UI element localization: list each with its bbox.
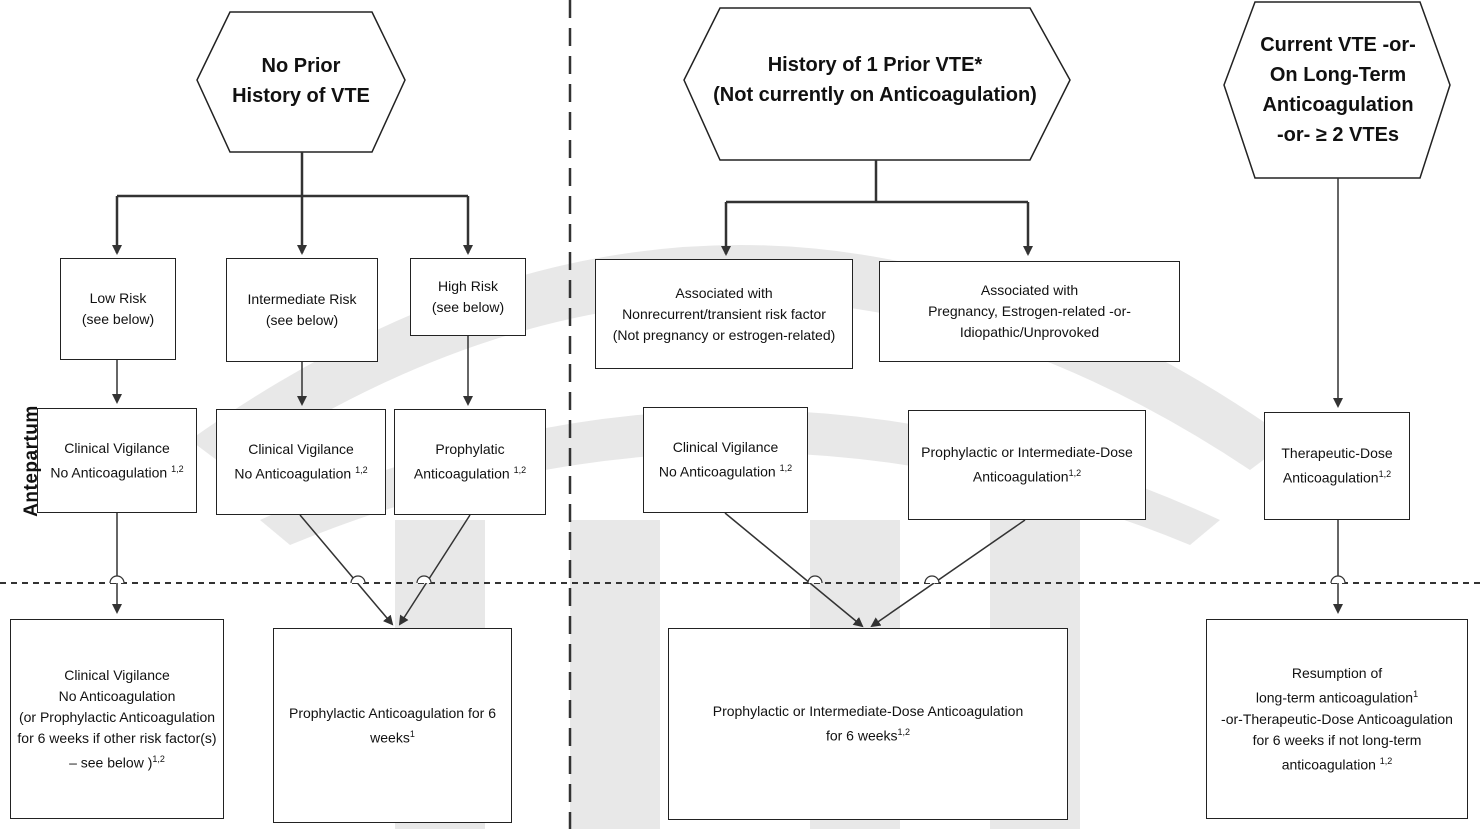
box-postpartum-low: Clinical Vigilance No Anticoagulation (o… bbox=[10, 619, 224, 819]
hexagon-one-prior bbox=[683, 7, 1071, 161]
box-antepartum-current: Therapeutic-Dose Anticoagulation1,2 bbox=[1264, 412, 1410, 520]
connectors bbox=[112, 152, 1033, 256]
header-current-vte: Current VTE -or- On Long-Term Anticoagul… bbox=[1260, 34, 1416, 146]
connectors-thin bbox=[112, 178, 1343, 628]
box-postpartum-prior: Prophylactic or Intermediate-Dose Antico… bbox=[668, 628, 1068, 820]
box-low-risk: Low Risk (see below) bbox=[60, 258, 176, 360]
box-pregnancy-risk: Associated with Pregnancy, Estrogen-rela… bbox=[879, 261, 1180, 362]
box-intermediate-risk: Intermediate Risk (see below) bbox=[226, 258, 378, 362]
box-postpartum-current: Resumption of long-term anticoagulation1… bbox=[1206, 619, 1468, 819]
header-no-prior-vte: No Prior History of VTE bbox=[232, 55, 370, 107]
box-antepartum-intermediate: Clinical Vigilance No Anticoagulation 1,… bbox=[216, 409, 386, 515]
box-antepartum-low: Clinical Vigilance No Anticoagulation 1,… bbox=[37, 408, 197, 513]
hexagon-no-prior bbox=[196, 11, 406, 153]
box-postpartum-mid: Prophylactic Anticoagulation for 6 weeks… bbox=[273, 628, 512, 823]
box-high-risk: High Risk (see below) bbox=[410, 258, 526, 336]
box-antepartum-transient: Clinical Vigilance No Anticoagulation 1,… bbox=[643, 407, 808, 513]
hexagon-current bbox=[1223, 1, 1451, 179]
header-one-prior-vte: History of 1 Prior VTE* (Not currently o… bbox=[713, 54, 1037, 106]
antepartum-label: Antepartum bbox=[21, 405, 42, 517]
line-hops bbox=[109, 575, 1346, 584]
box-antepartum-high: Prophylatic Anticoagulation 1,2 bbox=[394, 409, 546, 515]
box-transient-risk: Associated with Nonrecurrent/transient r… bbox=[595, 259, 853, 369]
box-antepartum-pregnancy: Prophylactic or Intermediate-Dose Antico… bbox=[908, 410, 1146, 520]
